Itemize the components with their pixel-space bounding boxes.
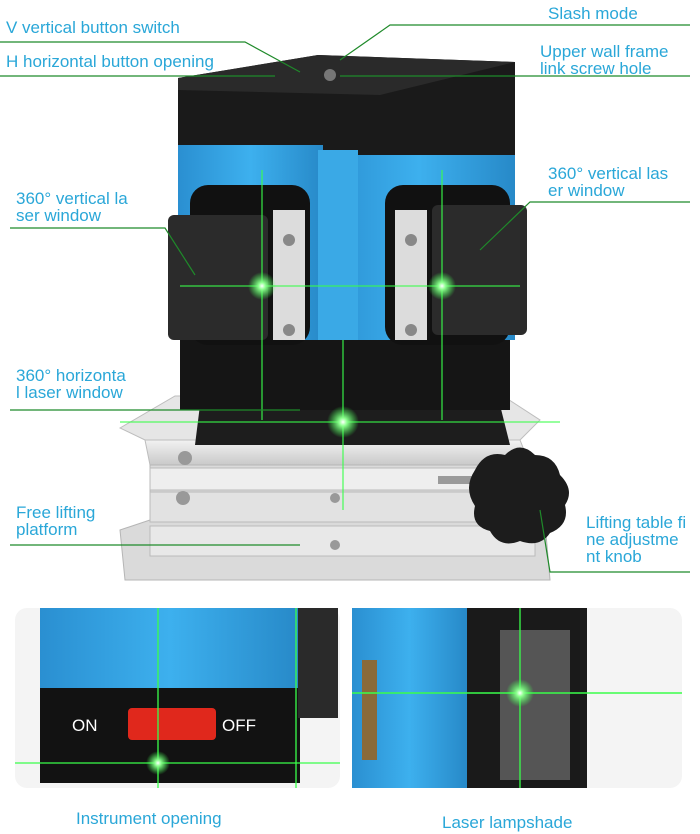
leader-lines (0, 24, 690, 573)
label-horizontal-window: 360° horizonta l laser window (16, 366, 126, 402)
label-instrument-opening: Instrument opening (76, 809, 222, 828)
label-h-button-opening: H horizontal button opening (6, 52, 214, 71)
label-vertical-window-right: 360° vertical las er window (548, 164, 669, 200)
left-vertical-window (168, 185, 310, 345)
adjustment-knob (438, 447, 569, 544)
label-laser-lampshade: Laser lampshade (442, 813, 573, 832)
label-upper-wall-frame: Upper wall frame link screw hole (540, 42, 669, 78)
label-slash-mode: Slash mode (548, 4, 638, 23)
label-v-button-switch: V vertical button switch (6, 18, 180, 37)
right-vertical-window (385, 185, 527, 345)
label-free-lifting-platform: Free lifting platform (16, 503, 96, 539)
laser-lampshade-photo (352, 608, 682, 788)
label-vertical-window-left: 360° vertical la ser window (16, 189, 128, 225)
switch-off-text: OFF (222, 716, 256, 735)
label-fine-adjustment-knob: Lifting table fi ne adjustme nt knob (586, 513, 687, 566)
instrument-opening-photo (15, 608, 340, 788)
switch-on-text: ON (72, 716, 98, 735)
